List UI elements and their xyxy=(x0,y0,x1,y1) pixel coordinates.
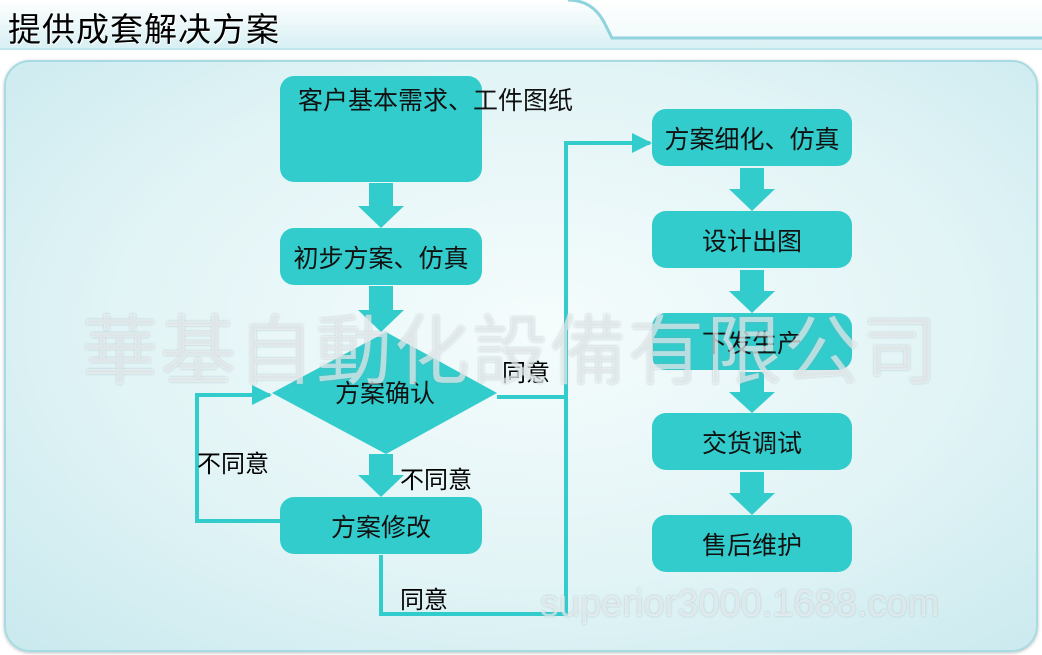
arrow-production-to-commission xyxy=(729,372,775,413)
label-disagree-loop: 不同意 xyxy=(197,450,269,478)
arrow-refine-to-design xyxy=(729,168,775,211)
label-agree-to-refine: 同意 xyxy=(502,359,550,387)
node-plan-refinement: 方案细化、仿真 xyxy=(652,109,852,166)
connector-confirm-to-refine xyxy=(497,133,652,399)
node-preliminary-plan: 初步方案、仿真 xyxy=(280,228,482,285)
node-customer-requirements-line2: 工件图纸 xyxy=(473,86,574,115)
arrow-requirements-to-preliminary xyxy=(358,183,404,228)
label-disagree-to-modify: 不同意 xyxy=(400,466,472,494)
arrow-design-to-production xyxy=(729,270,775,313)
node-production: 下发生产 xyxy=(652,313,852,370)
page-title: 提供成套解决方案 xyxy=(8,10,280,49)
arrow-preliminary-to-confirm xyxy=(358,286,404,332)
node-plan-confirmation: 方案确认 xyxy=(334,379,435,408)
content-panel xyxy=(4,60,1038,652)
header-decoration xyxy=(0,0,1042,50)
node-plan-modification: 方案修改 xyxy=(280,497,482,554)
arrow-commission-to-maintenance xyxy=(729,472,775,515)
node-design-drawing: 设计出图 xyxy=(652,211,852,268)
connector-modify-to-refine xyxy=(379,397,568,616)
decision-diamond xyxy=(272,332,497,454)
connector-modify-to-confirm xyxy=(195,385,280,523)
header: 提供成套解决方案 xyxy=(0,0,1042,50)
node-customer-requirements: 客户基本需求、 工件图纸 xyxy=(280,76,573,182)
label-agree-from-modify: 同意 xyxy=(400,586,448,614)
node-customer-requirements-line1: 客户基本需求、 xyxy=(298,86,474,115)
arrow-confirm-to-modify xyxy=(358,454,404,497)
node-after-sales: 售后维护 xyxy=(652,515,852,572)
node-delivery-commissioning: 交货调试 xyxy=(652,413,852,470)
